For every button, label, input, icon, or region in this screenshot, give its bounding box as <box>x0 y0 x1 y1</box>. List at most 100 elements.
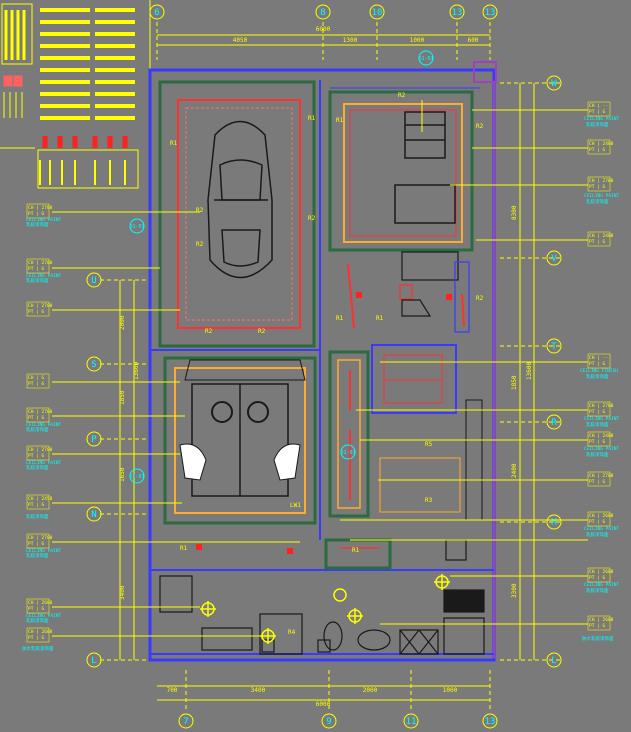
axis-label: L <box>91 656 96 666</box>
callout-tag: CH | 2700 PT | G CEILING PAINT 乳胶漆饰面 <box>26 445 62 471</box>
callout-line: 乳胶漆饰面 <box>26 426 49 433</box>
dim-left: 1650 <box>119 467 126 482</box>
callout-line: CH | 2600 <box>28 629 53 635</box>
axis-bubble-bottom-9 <box>321 713 337 729</box>
axis-bubbles-bottom <box>178 713 498 729</box>
callout-line: PT | G <box>589 439 606 445</box>
callout-line: CEILING PAINT <box>26 460 62 466</box>
axis-labels-bottom: 7 9 11 13 <box>183 717 495 727</box>
axis-label: 11 <box>406 717 417 727</box>
callout-line: 乳胶漆饰面 <box>586 451 609 458</box>
callout-line: PT | G <box>28 453 45 459</box>
hall-area <box>347 251 470 333</box>
callout-line: PT | G <box>589 239 606 245</box>
callout-line: 乳胶漆饰面 <box>586 373 609 380</box>
callout-line: CH | 2700 <box>28 447 53 453</box>
callout-line: CH | 2700 <box>28 303 53 309</box>
callout-line: CH | 2700 <box>28 205 53 211</box>
callout-tag: CH | -- PT | G CEILING PAINT 乳胶漆饰面 <box>584 101 620 128</box>
callout-line: PT | G <box>589 623 606 629</box>
callout-line: CH | 2400 <box>589 233 614 239</box>
callout-tag: CH | 2700 PT | G <box>26 301 53 317</box>
callout-line: PT | G <box>28 266 45 272</box>
fitness-machine <box>394 111 456 224</box>
dim-segment: 1000 <box>410 37 425 44</box>
callout-line: CH | 2450 <box>28 496 53 502</box>
callout-line: CH | 2700 <box>28 535 53 541</box>
bedroom-room <box>163 356 317 525</box>
callout-line: CH | 2700 <box>28 409 53 415</box>
axis-bubble-left-p <box>86 431 102 447</box>
axis-bubble-right-r <box>546 414 562 430</box>
callout-line: CH | 2700 <box>28 260 53 266</box>
axis-label: V <box>551 254 557 264</box>
dims-bottom: 700 3400 2000 1000 6000 <box>167 687 458 708</box>
top-axis-group <box>156 22 491 60</box>
callout-line: CH | G <box>28 375 45 381</box>
callout-line: PT | G <box>589 147 606 153</box>
bathroom-area <box>159 538 485 655</box>
room-label: R2 <box>308 215 316 222</box>
dim-segment: 4050 <box>233 37 248 44</box>
detail-tag: D1-01 <box>340 450 355 456</box>
room-label: R1 <box>308 115 316 122</box>
callout-line: 乳胶漆饰面 <box>586 121 609 128</box>
detail-tag: D1-01 <box>418 56 433 62</box>
callout-tag: CH | 2600 PT | G CEILING PAINT 乳胶漆饰面 <box>584 567 620 594</box>
dim-total-top: 6000 <box>316 26 331 33</box>
detail-tag: D1-01 <box>129 224 144 230</box>
callout-line: 乳胶漆饰面 <box>26 277 49 284</box>
dim-right: 13600 <box>526 362 533 380</box>
callouts-left: CH | 2700 PT | G CEILING PAINT 乳胶漆饰面 CH … <box>22 203 62 652</box>
axis-label: N <box>91 510 96 520</box>
callout-tag: CH | 2600 PT | G 防水乳胶漆饰面 <box>22 627 54 652</box>
dim-right: 3300 <box>511 583 518 598</box>
dim-segment: 2000 <box>363 687 378 694</box>
callout-line: CH | 2600 <box>28 600 53 606</box>
axis-label: 13 <box>485 717 496 727</box>
axis-label: 13 <box>452 8 463 18</box>
right-axis-lines <box>500 82 560 661</box>
axis-labels-right: W V T R M L <box>551 79 557 666</box>
callout-line: CH | -- <box>589 355 608 361</box>
callout-line: 乳胶漆饰面 <box>26 513 49 520</box>
room-label: R4 <box>288 629 296 636</box>
axis-bubble-left-l <box>86 652 102 668</box>
room-label: R2 <box>476 123 484 130</box>
callout-tag: CH | 2700 PT | G CEILING PAINT 乳胶漆饰面 <box>26 407 62 433</box>
car-outline <box>207 120 273 279</box>
callout-line: 防水乳胶漆饰面 <box>22 645 54 652</box>
callout-line: PT | G <box>589 109 606 115</box>
callout-line: PT | G <box>28 211 45 217</box>
callout-line: CEILING PAINT <box>584 416 620 422</box>
axis-label: P <box>91 435 97 445</box>
callout-line: CH | 2400 <box>589 141 614 147</box>
callout-tag: CH | 2700 PT | G CEILING PAINT 乳胶漆饰面 <box>26 258 62 284</box>
room-label: R1 <box>170 140 178 147</box>
axis-label: W <box>551 79 557 89</box>
callout-line: CH | 2600 <box>589 513 614 519</box>
callout-line: CH | 2700 <box>589 473 614 479</box>
dims-top: 6000 4050 1300 1000 600 <box>233 26 479 44</box>
callout-line: PT | G <box>28 309 45 315</box>
dim-segment: 700 <box>167 687 178 694</box>
callout-line: 乳胶漆饰面 <box>586 587 609 594</box>
callout-line: PT | G <box>28 606 45 612</box>
room-label: R3 <box>425 497 433 504</box>
callout-line: CEILING PAINT <box>26 217 62 223</box>
axis-bubble-bottom-7 <box>178 713 194 729</box>
axis-bubble-left-u <box>86 272 102 288</box>
axis-label: S <box>91 360 96 370</box>
bottom-axis-group <box>157 670 491 712</box>
room-label: R1 <box>180 545 188 552</box>
callout-line: CH | 2700 <box>589 403 614 409</box>
study-room <box>371 344 483 521</box>
callout-tag: CH | 2600 PT | G 防水乳胶漆饰面 <box>582 615 614 642</box>
room-label: R1 <box>352 547 360 554</box>
callout-line: PT | G <box>28 502 45 508</box>
callout-tag: CH | 2700 PT | G CEILING PAINT 乳胶漆饰面 <box>584 176 620 205</box>
axis-label: 9 <box>326 717 331 727</box>
dim-left: 3400 <box>119 585 126 600</box>
dim-segment: 3400 <box>251 687 266 694</box>
